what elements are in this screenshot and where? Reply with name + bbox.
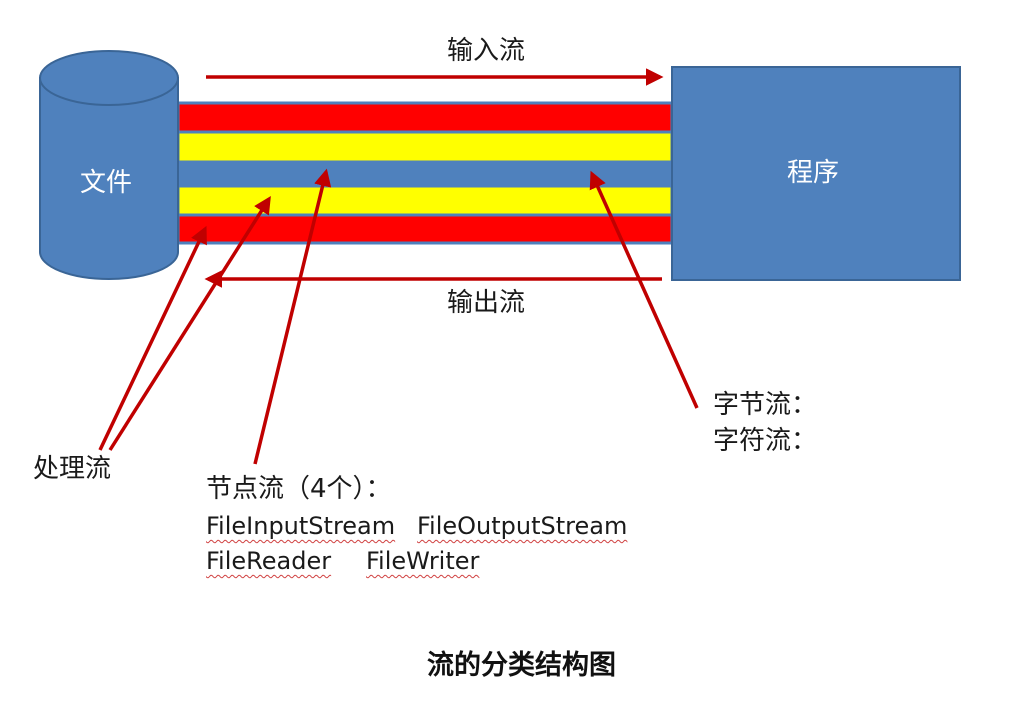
input-stream-label: 输入流: [447, 36, 526, 66]
char-stream-label: 字符流：: [713, 426, 818, 456]
pipe-band-bottom-red: [176, 213, 674, 245]
pipe-band-top-red: [176, 101, 674, 134]
processing-stream-arrow-inner: [108, 196, 271, 451]
processing-stream-arrow-outer: [98, 225, 207, 451]
diagram-caption: 流的分类结构图: [427, 650, 616, 681]
byte-char-stream-arrow: [589, 170, 699, 409]
node-stream-arrow: [253, 168, 332, 465]
file-label: 文件: [80, 168, 133, 198]
byte-stream-label: 字节流：: [713, 390, 818, 420]
processing-stream-label: 处理流: [33, 454, 112, 484]
file-input-stream-label: FileInputStream: [206, 512, 396, 540]
output-stream-label: 输出流: [447, 288, 526, 318]
program-label: 程序: [787, 158, 840, 188]
pipe-band-middle-blue: [176, 160, 674, 188]
node-stream-heading: 节点流（4个）：: [206, 474, 392, 504]
program-box: [671, 66, 961, 281]
file-output-stream-label: FileOutputStream: [417, 512, 628, 540]
file-cylinder: [39, 50, 179, 280]
file-reader-label: FileReader: [206, 547, 332, 575]
arrows: [98, 68, 699, 465]
pipe: [176, 101, 674, 245]
pipe-band-top-yellow: [176, 130, 674, 164]
file-writer-label: FileWriter: [366, 547, 480, 575]
